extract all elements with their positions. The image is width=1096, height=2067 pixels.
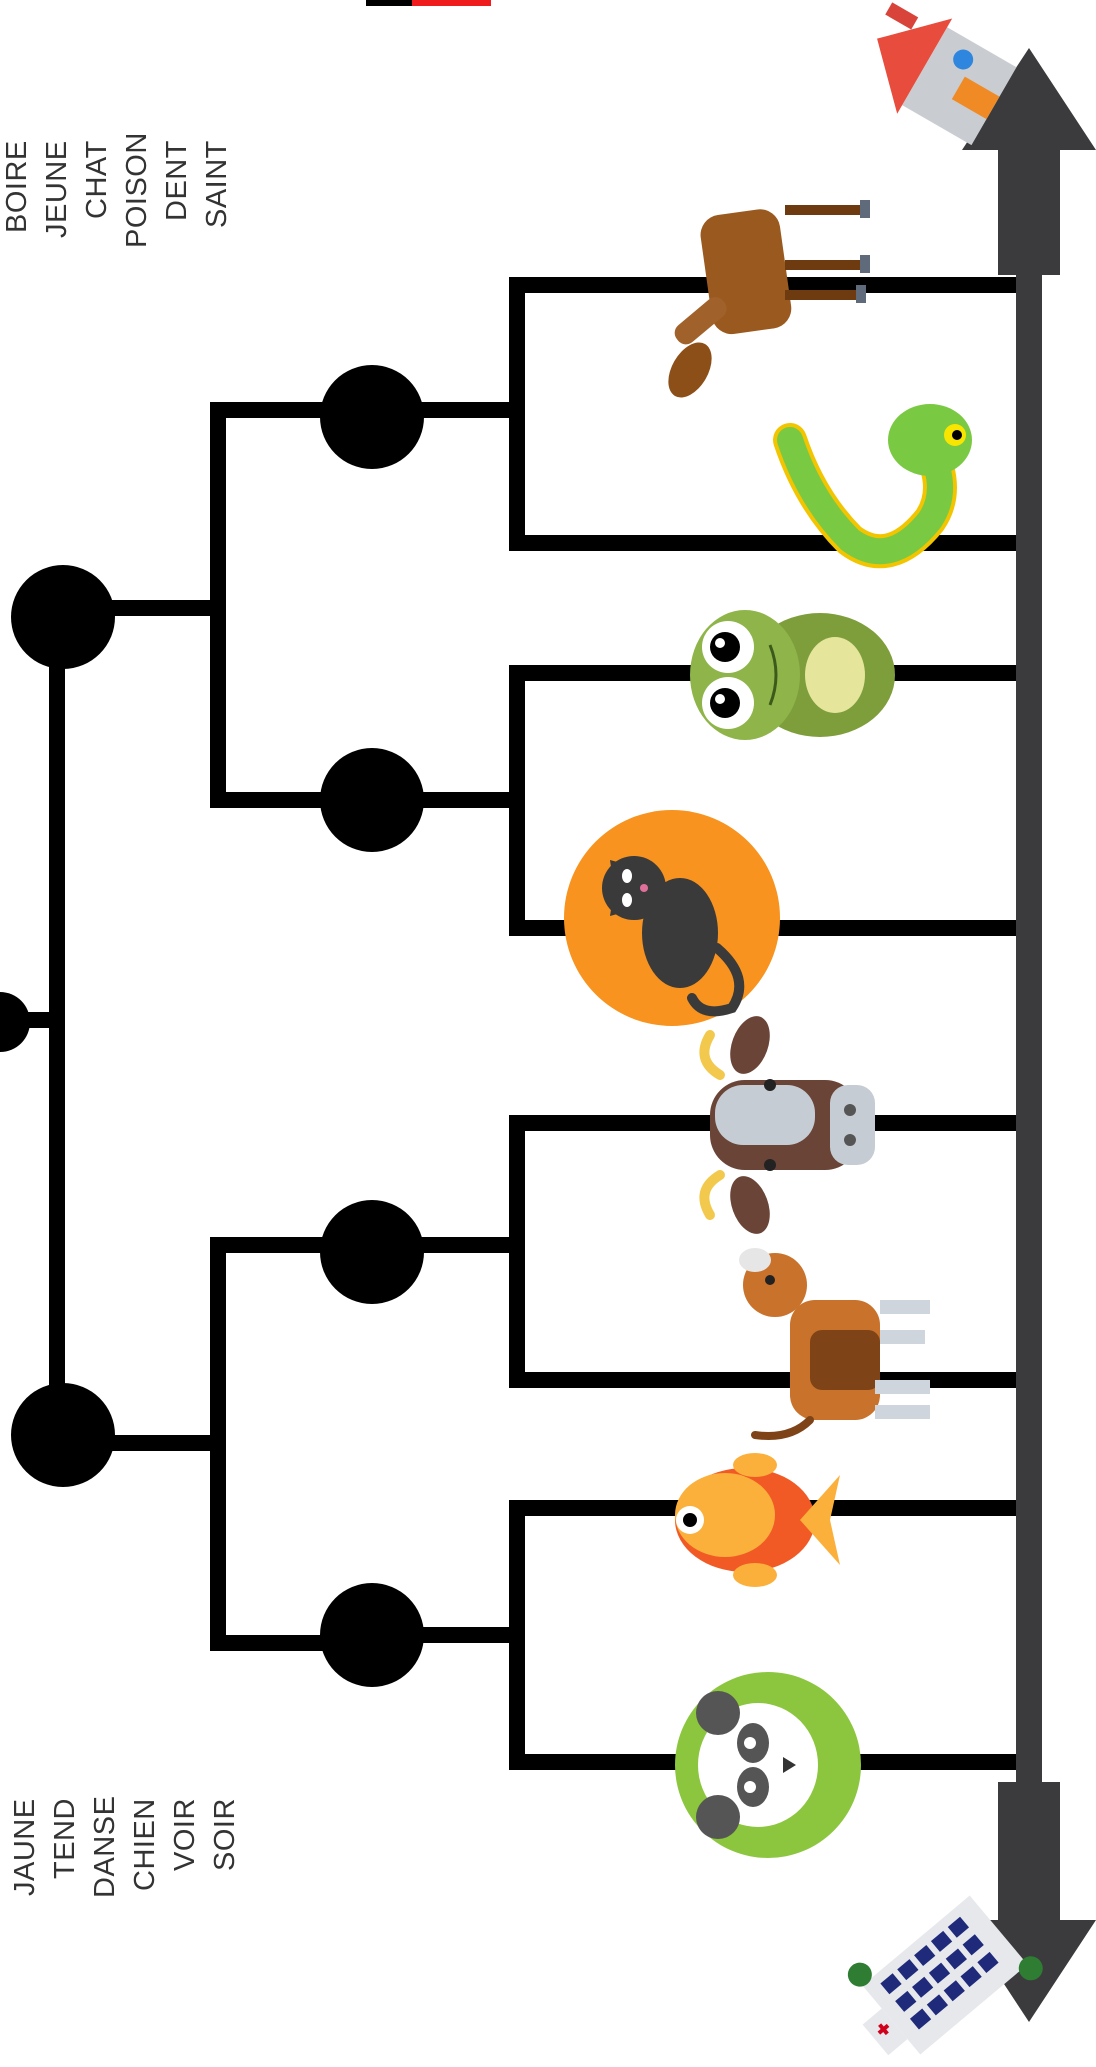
tree-lines: [0, 285, 1016, 1762]
node-level2-c: [320, 1200, 424, 1304]
fish-icon: [675, 1453, 840, 1587]
root-node: [0, 992, 30, 1052]
panda-icon: [675, 1672, 861, 1858]
frog-icon: [690, 610, 895, 740]
node-level1-top: [11, 565, 115, 669]
snake-icon: [790, 404, 972, 551]
cow-icon: [704, 1011, 875, 1240]
node-level1-bottom: [11, 1383, 115, 1487]
node-level2-b: [320, 748, 424, 852]
node-level2-d: [320, 1583, 424, 1687]
cat-icon: [564, 810, 780, 1026]
dog-icon: [739, 1248, 930, 1436]
horse-icon: [659, 200, 870, 405]
node-level2-a: [320, 365, 424, 469]
timeline-arrow: [962, 48, 1096, 2022]
